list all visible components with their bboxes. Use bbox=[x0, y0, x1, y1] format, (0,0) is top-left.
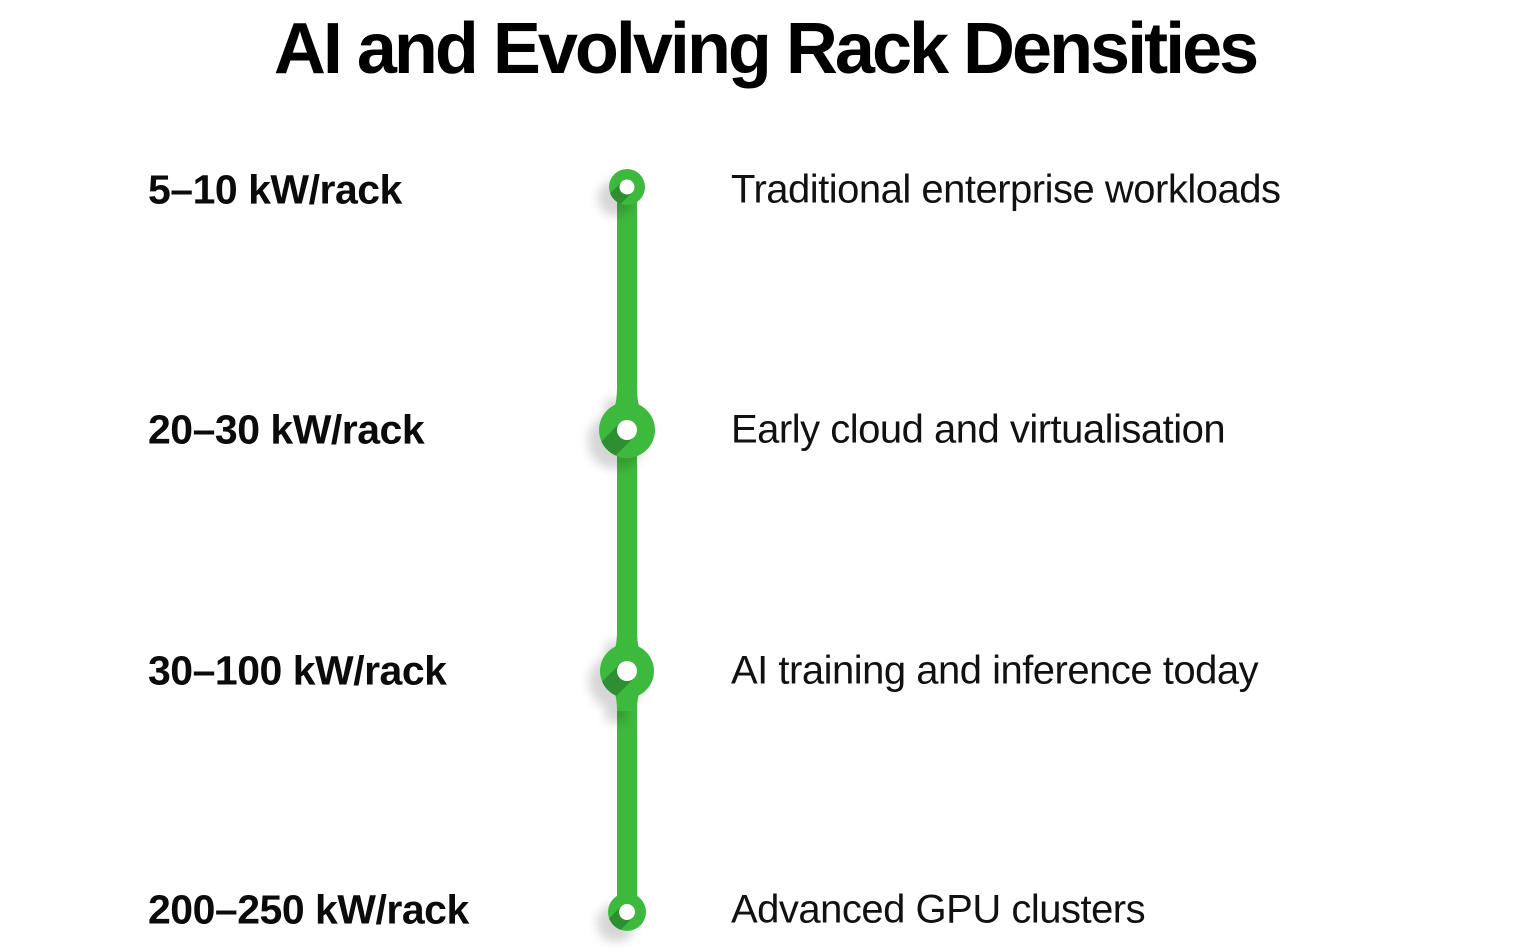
rack-density-label: 30–100 kW/rack bbox=[148, 647, 447, 694]
timeline-line bbox=[617, 187, 637, 912]
timeline-node-3 bbox=[600, 631, 654, 711]
rack-density-label: 20–30 kW/rack bbox=[148, 406, 425, 453]
timeline-node-1 bbox=[609, 169, 645, 205]
workload-description: Advanced GPU clusters bbox=[731, 887, 1146, 932]
timeline-node-2 bbox=[599, 388, 655, 458]
workload-description: Traditional enterprise workloads bbox=[731, 167, 1281, 212]
workload-description: Early cloud and virtualisation bbox=[731, 407, 1226, 452]
workload-description: AI training and inference today bbox=[731, 648, 1259, 693]
rack-density-label: 5–10 kW/rack bbox=[148, 166, 402, 213]
timeline-node-4 bbox=[608, 893, 646, 931]
page-title: AI and Evolving Rack Densities bbox=[273, 9, 1259, 89]
rack-density-label: 200–250 kW/rack bbox=[148, 886, 469, 933]
